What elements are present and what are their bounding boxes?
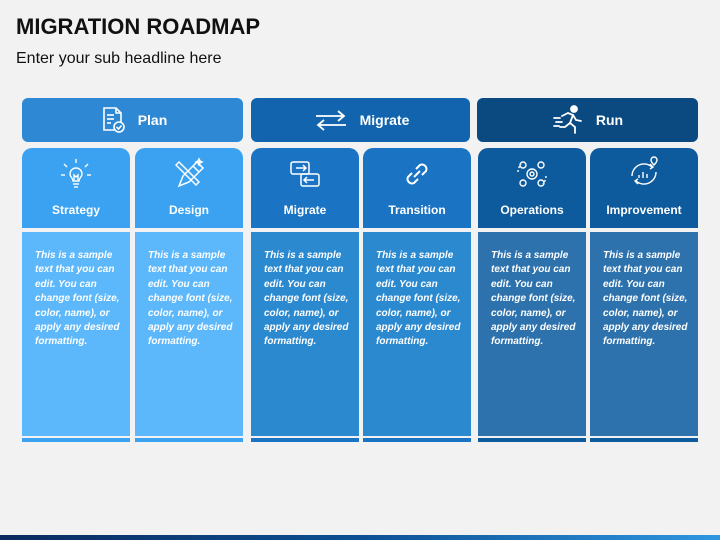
column-body-text: This is a sample text that you can edit.… — [22, 232, 130, 436]
column-body-text: This is a sample text that you can edit.… — [135, 232, 243, 436]
arrows-exchange-icon — [312, 108, 350, 132]
column-header-migrate: Migrate — [251, 148, 359, 228]
column-body-text: This is a sample text that you can edit.… — [590, 232, 698, 436]
transfer-icon — [251, 156, 359, 192]
phase-label: Migrate — [359, 112, 410, 128]
page-title: MIGRATION ROADMAP — [16, 14, 261, 39]
running-person-icon — [552, 104, 586, 136]
phase-label: Plan — [137, 112, 168, 128]
column-footer-bar — [135, 438, 243, 442]
document-check-icon — [98, 105, 128, 135]
column-label: Migrate — [283, 203, 327, 217]
bottom-accent-bar — [0, 535, 720, 540]
column-label: Operations — [500, 203, 564, 217]
column-header-improvement: Improvement — [590, 148, 698, 228]
column-body-text: This is a sample text that you can edit.… — [363, 232, 471, 436]
growth-chart-icon — [590, 156, 698, 192]
gears-cycle-icon — [478, 156, 586, 192]
column-header-design: Design — [135, 148, 243, 228]
phase-run: Run — [477, 98, 698, 142]
column-label: Strategy — [51, 203, 101, 217]
column-body-text: This is a sample text that you can edit.… — [251, 232, 359, 436]
page-subtitle: Enter your sub headline here — [16, 50, 222, 67]
column-label: Transition — [388, 203, 446, 217]
column-footer-bar — [478, 438, 586, 442]
lightbulb-icon — [22, 156, 130, 192]
link-icon — [363, 156, 471, 192]
phase-plan: Plan — [22, 98, 243, 142]
column-footer-bar — [22, 438, 130, 442]
column-label: Improvement — [606, 203, 682, 217]
column-footer-bar — [251, 438, 359, 442]
column-footer-bar — [590, 438, 698, 442]
column-footer-bar — [363, 438, 471, 442]
column-header-transition: Transition — [363, 148, 471, 228]
column-body-text: This is a sample text that you can edit.… — [478, 232, 586, 436]
phase-migrate: Migrate — [251, 98, 470, 142]
phase-label: Run — [595, 112, 624, 128]
column-label: Design — [168, 203, 209, 217]
design-tools-icon — [135, 156, 243, 192]
column-header-operations: Operations — [478, 148, 586, 228]
column-header-strategy: Strategy — [22, 148, 130, 228]
